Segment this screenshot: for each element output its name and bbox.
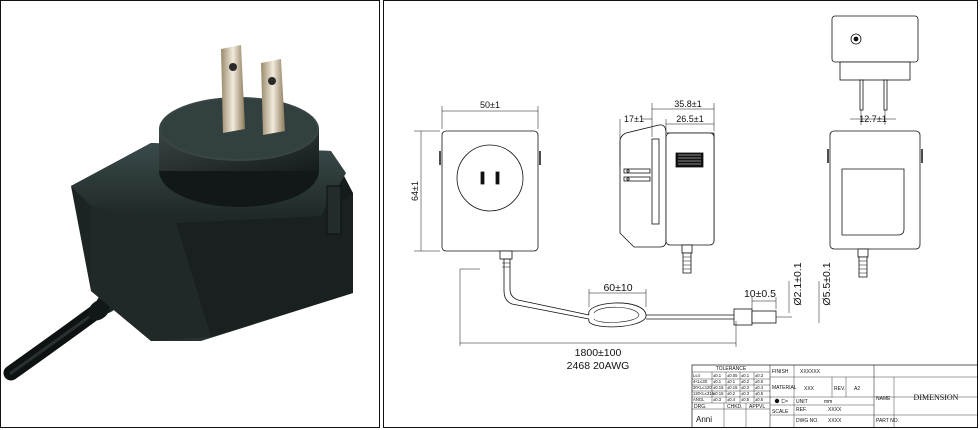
- rear-view-label-area: [841, 168, 905, 236]
- drawn-by: Anni: [696, 415, 712, 424]
- title-block: [691, 364, 977, 427]
- unit-value: mm: [824, 399, 832, 405]
- tolerance-cell: ±0.3: [741, 391, 750, 396]
- appvl-label: APPVL: [749, 404, 765, 410]
- drg-label: DRG.: [694, 404, 707, 410]
- plug-prongs: [221, 45, 285, 135]
- front-height-dim: 64±1: [410, 181, 420, 201]
- tolerance-cell: ±0.5: [755, 397, 764, 402]
- part-no-label: PART NO.: [876, 418, 899, 424]
- tolerance-cell: ±0.1: [713, 379, 722, 384]
- side-view-pin-top: [623, 168, 651, 174]
- tolerance-cell: 120<L≤315: [693, 391, 715, 396]
- dimension-drawing: 50±1 64±1: [383, 0, 978, 428]
- side-view-cable-exit: [681, 244, 693, 254]
- side-depth-body-dim: 26.5±1: [676, 114, 703, 124]
- tolerance-cell: ±0.3: [741, 385, 750, 390]
- tolerance-cell: ±0.1: [727, 379, 736, 384]
- tolerance-cell: ±0.3: [755, 373, 764, 378]
- tolerance-cell: ANGL: [693, 397, 705, 402]
- tolerance-cell: ±0.4: [755, 385, 764, 390]
- finish-value: XXXXXX: [800, 369, 821, 375]
- side-view-flange: [651, 138, 660, 225]
- ferrite-loop: [588, 302, 647, 328]
- front-view-cable-exit: [499, 250, 513, 260]
- rear-view: [827, 130, 923, 278]
- adapter-photo-illustration: [3, 45, 353, 381]
- ref-label: REF.: [796, 407, 807, 413]
- tolerance-cell: ±0.3: [713, 397, 722, 402]
- cable-line-inner: [509, 259, 590, 316]
- tolerance-table: L≤4±0.1±0.05±0.1±0.34<L≤30±0.1±0.1±0.2±0…: [693, 373, 764, 402]
- finish-label: FINISH: [772, 369, 789, 375]
- ferrite-dim: 60±10: [603, 282, 632, 294]
- plug-body: [733, 308, 753, 326]
- plug-barrel: [751, 310, 777, 324]
- chkd-label: CHKD.: [727, 404, 743, 410]
- cable-length-dim: 1800±100: [575, 347, 622, 359]
- tolerance-cell: 30<L≤120: [693, 385, 712, 390]
- unit-label: UNIT: [796, 399, 808, 405]
- plug-length-dim: 10±0.5: [744, 288, 776, 300]
- front-width-dim: 50±1: [480, 100, 500, 110]
- dwg-no-value: XXXX: [828, 418, 842, 424]
- tolerance-cell: ±0.15: [713, 385, 724, 390]
- tolerance-cell: ±0.2: [727, 391, 736, 396]
- socket-slot-left: [480, 171, 485, 185]
- tolerance-cell: ±0.1: [741, 373, 750, 378]
- tolerance-cell: 4<L≤30: [693, 379, 708, 384]
- tolerance-cell: ±0.1: [713, 373, 722, 378]
- tolerance-cell: ±0.15: [727, 385, 738, 390]
- rear-view-cable-exit: [857, 248, 869, 258]
- adapter-photo: [0, 0, 380, 428]
- top-view: [831, 15, 919, 125]
- name-value: DIMENSION: [914, 393, 959, 402]
- top-view-body: [831, 15, 919, 63]
- cable-assembly: [459, 259, 820, 347]
- side-pin-length-dim: 17±1: [624, 114, 644, 124]
- side-depth-total-dim: 35.8±1: [674, 99, 701, 109]
- tolerance-label: TOLERANCE: [716, 366, 747, 372]
- top-view-pin-right: [883, 79, 888, 111]
- tolerance-cell: ±0.2: [741, 379, 750, 384]
- front-view: [414, 106, 541, 268]
- tolerance-cell: ±0.15: [713, 391, 724, 396]
- tolerance-cell: ±0.4: [727, 397, 736, 402]
- tolerance-cell: L≤4: [693, 373, 701, 378]
- material-value: XXX: [804, 386, 815, 392]
- top-view-socket: [850, 33, 862, 45]
- scale-label: SCALE: [772, 409, 789, 415]
- rev-value: A2: [854, 386, 860, 392]
- socket-slot-right: [495, 171, 500, 185]
- side-view-pin-bottom: [623, 176, 651, 182]
- name-label: NAME: [876, 396, 891, 402]
- front-view-body: [441, 130, 539, 252]
- side-view: [619, 103, 715, 274]
- plug-outer-dia-dim: Ø5.5±0.1: [821, 262, 833, 305]
- material-label: MATERIAL: [772, 385, 797, 391]
- tolerance-cell: ±0.5: [741, 397, 750, 402]
- front-view-socket: [456, 144, 524, 212]
- tolerance-cell: ±0.5: [755, 391, 764, 396]
- cable-line: [503, 259, 590, 320]
- tolerance-cell: ±0.5: [755, 379, 764, 384]
- pin-spacing-dim: 12.7±1: [859, 114, 886, 124]
- dwg-no-label: DWG NO.: [796, 418, 819, 424]
- top-view-base: [839, 61, 911, 81]
- top-view-pin-left: [859, 79, 864, 111]
- ref-value: XXXX: [828, 407, 842, 413]
- plug-inner-dia-dim: Ø2.1±0.1: [792, 262, 804, 305]
- cable-spec: 2468 20AWG: [567, 360, 630, 372]
- tolerance-cell: ±0.05: [727, 373, 738, 378]
- rev-label: REV.: [834, 386, 845, 392]
